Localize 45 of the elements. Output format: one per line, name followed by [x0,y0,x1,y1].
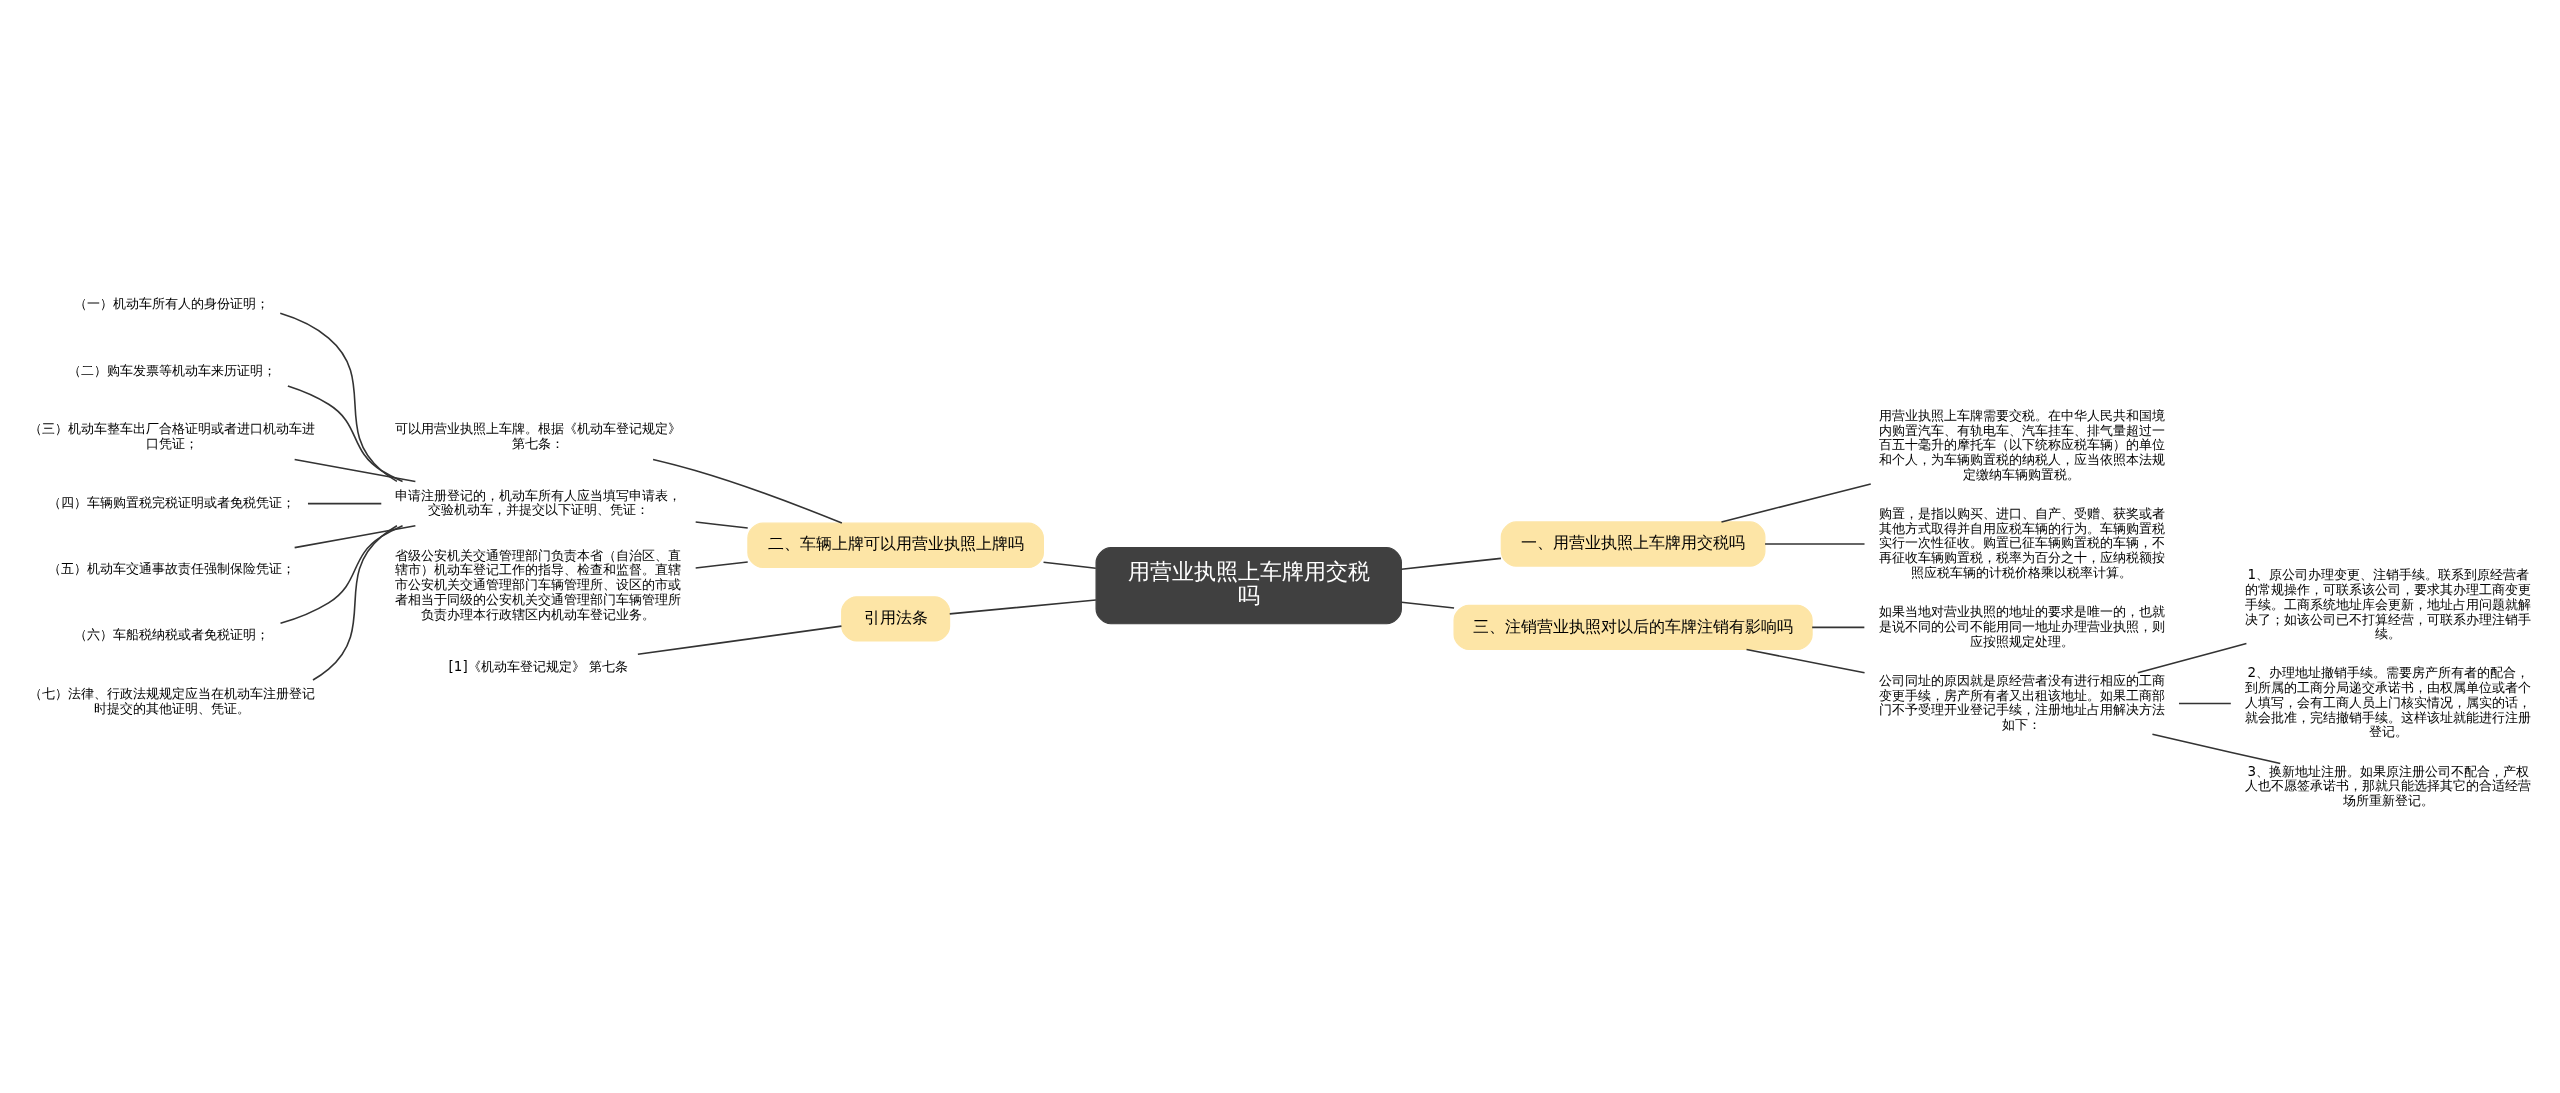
connector [1764,543,1866,545]
connector [694,521,749,529]
node-box: 三、注销营业执照对以后的车牌注销有影响吗 [1453,604,1813,651]
node-text: （四）车辆购置税完税证明或者免税凭证； [48,494,296,511]
node-text: [1]《机动车登记规定》 第七条 [448,658,628,675]
node-text: 2、办理地址撤销手续。需要房产所有者的配合，到所属的工商分局递交承诺书，由权属单位或者个人填写，会有工商人员上门核实情况，属实的话，就会批准，完结撤销手续。这样该址就能进行注册登记。 [2245,664,2532,740]
node-text: 3、换新地址注册。如果原注册公司不配合，产权人也不愿签承诺书，那就只能选择其它的合适经营场所重新登记。 [2245,762,2532,808]
connector [2151,733,2282,765]
connector [652,458,843,524]
connector [279,524,404,625]
node-text: 公司同址的原因就是原经营者没有进行相应的工商变更手续，房产所有者又出租该地址。如果工商部门不予受理开业登记手续，注册地址占用解决方法如下： [1878,671,2165,732]
connector [279,312,398,483]
node-box: 用营业执照上车牌用交税吗 [1095,547,1402,625]
connector [1400,557,1502,570]
connector [293,458,417,483]
node-text: （二）购车发票等机动车来历证明； [67,361,276,378]
node-text: 申请注册登记的，机动车所有人应当填写申请表，交验机动车，并提交以下证明、凭证： [395,486,682,518]
connector [694,561,749,569]
node-box: 二、车辆上牌可以用营业执照上牌吗 [747,522,1044,568]
node-text: （一）机动车所有人的身份证明； [74,295,270,312]
node-text: 可以用营业执照上车牌。根据《机动车登记规定》第七条： [395,420,682,452]
connector [293,524,417,549]
node-text: 用营业执照上车牌需要交税。在中华人民共和国境内购置汽车、有轨电车、汽车挂车、排气量超过一百五十毫升的摩托车（以下统称应税车辆）的单位和个人，为车辆购置税的纳税人，应当依照本法规定缴纳车辆购置税。 [1878,406,2165,482]
node-text: 省级公安机关交通管理部门负责本省（自治区、直辖市）机动车登记工作的指导、检查和监督。直辖市公安机关交通管理部门车辆管理所、设区的市或者相当于同级的公安机关交通管理部门车辆管理所负责办理本行政辖区内机动车登记业务。 [395,546,682,622]
node-text: 购置，是指以购买、进口、自产、受赠、获奖或者其他方式取得并自用应税车辆的行为。车辆购置税实行一次性征收。购置已征车辆购置税的车辆，不再征收车辆购置税，税率为百分之十，应纳税额按照应税车辆的计税价格乘以税率计算。 [1878,505,2165,580]
node-text: （六）车船税纳税或者免税证明； [74,626,270,643]
connector [1720,483,1872,523]
connector [948,599,1097,615]
connector [307,502,383,505]
connector [1811,626,1866,629]
connector [1042,561,1097,570]
connector [312,524,398,681]
connector [2178,702,2232,705]
node-text: 如果当地对营业执照的地址的要求是唯一的，也就是说不同的公司不能用同一地址办理营业执照，则应按照规定处理。 [1878,603,2165,649]
connector [1400,601,1455,609]
node-text: （三）机动车整车出厂合格证明或者进口机动车进口凭证； [28,420,315,452]
node-box: 引用法条 [841,596,951,642]
node-text: （五）机动车交通事故责任强制保险凭证； [48,560,296,577]
node-box: 一、用营业执照上车牌用交税吗 [1500,521,1766,567]
connector [287,385,404,483]
connector [1745,648,1866,674]
connector [637,625,843,656]
connector [2137,642,2248,674]
node-text: 1、原公司办理变更、注销手续。联系到原经营者的常规操作，可联系该公司，要求其办理工商变更手续。工商系统地址库会更新，地址占用问题就解决了；如该公司已不打算经营，可联系办理注销手续。 [2245,566,2532,642]
node-text: （七）法律、行政法规规定应当在机动车注册登记时提交的其他证明、凭证。 [28,685,315,716]
